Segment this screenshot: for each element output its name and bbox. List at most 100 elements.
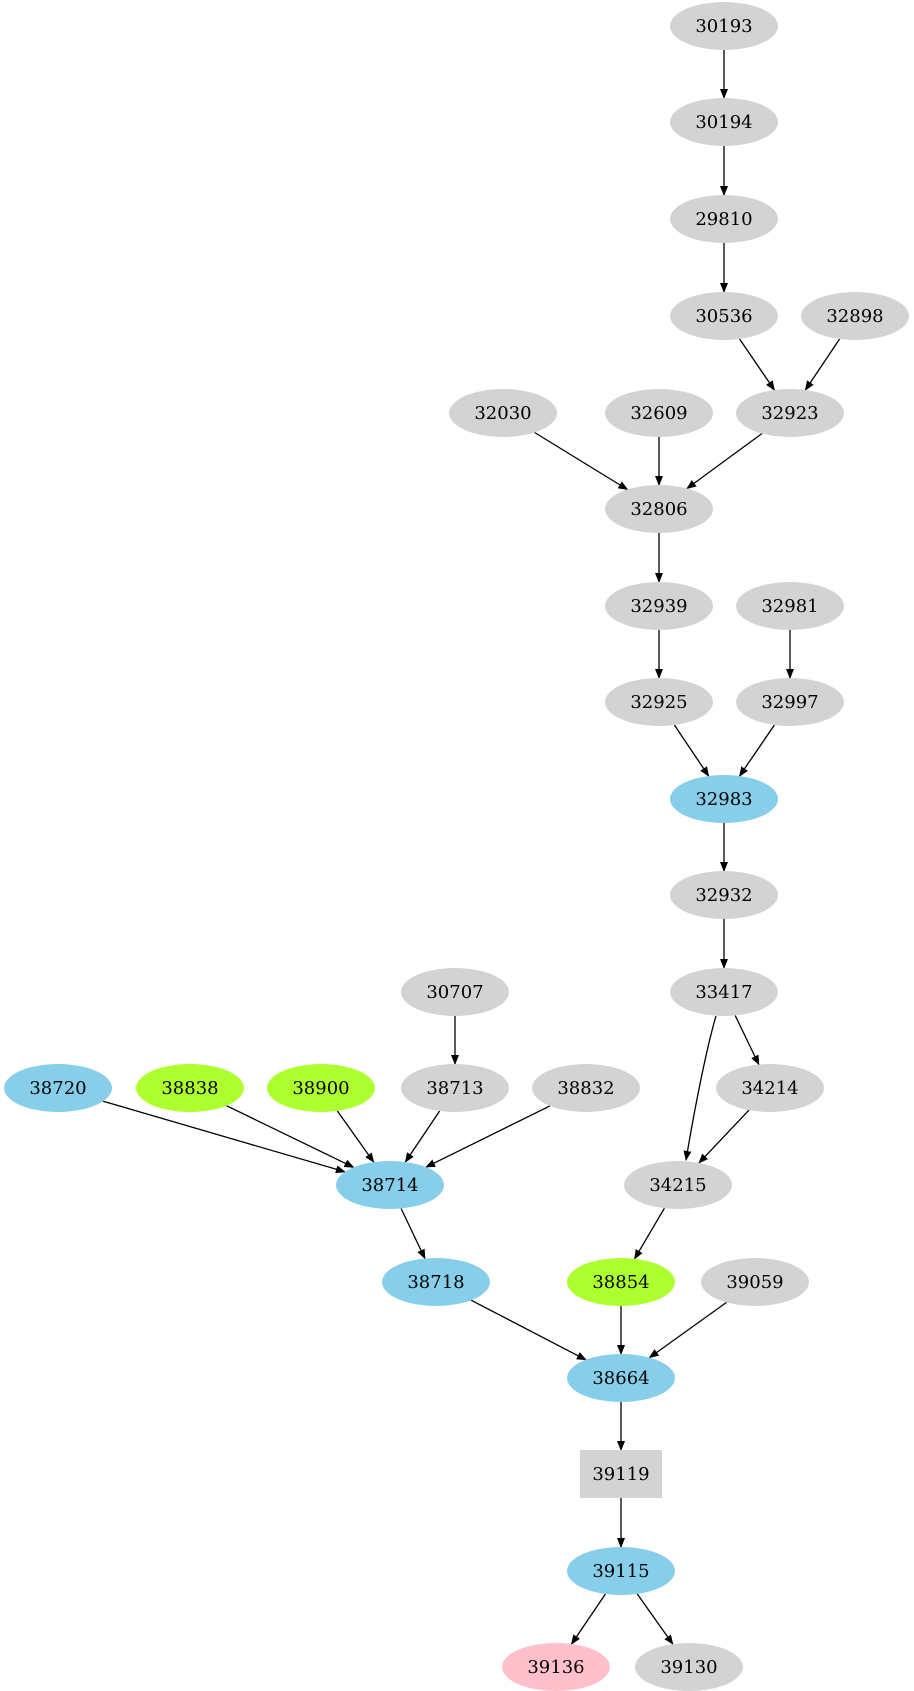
- edge-34215-to-38854: [634, 1207, 665, 1260]
- node-38720[interactable]: 38720: [4, 1064, 112, 1112]
- edge-32925-to-32983: [673, 724, 710, 777]
- node-label: 32983: [695, 789, 752, 810]
- node-39119[interactable]: 39119: [580, 1450, 662, 1498]
- node-ellipse: [502, 1643, 610, 1691]
- node-label: 34215: [649, 1175, 706, 1196]
- node-label: 32939: [630, 596, 687, 617]
- node-label: 32981: [761, 596, 818, 617]
- node-ellipse: [532, 1064, 640, 1112]
- node-33417[interactable]: 33417: [670, 968, 778, 1016]
- node-ellipse: [635, 1643, 743, 1691]
- node-38664[interactable]: 38664: [567, 1354, 675, 1402]
- node-label: 32030: [474, 403, 531, 424]
- node-34214[interactable]: 34214: [716, 1064, 824, 1112]
- node-ellipse: [670, 195, 778, 243]
- node-ellipse: [136, 1064, 244, 1112]
- node-ellipse: [449, 389, 557, 437]
- node-ellipse: [336, 1161, 444, 1209]
- node-38713[interactable]: 38713: [401, 1064, 509, 1112]
- node-ellipse: [670, 98, 778, 146]
- node-label: 30194: [695, 112, 752, 133]
- node-label: 32806: [630, 499, 687, 520]
- node-label: 38714: [361, 1175, 418, 1196]
- node-32923[interactable]: 32923: [736, 389, 844, 437]
- node-label: 38713: [426, 1078, 483, 1099]
- node-label: 38832: [557, 1078, 614, 1099]
- node-label: 38720: [29, 1078, 86, 1099]
- node-38838[interactable]: 38838: [136, 1064, 244, 1112]
- edge-38713-to-38714: [404, 1110, 441, 1163]
- node-label: 39136: [527, 1657, 584, 1678]
- node-38714[interactable]: 38714: [336, 1161, 444, 1209]
- node-38718[interactable]: 38718: [382, 1258, 490, 1306]
- node-32898[interactable]: 32898: [801, 292, 909, 340]
- node-38854[interactable]: 38854: [567, 1258, 675, 1306]
- node-39130[interactable]: 39130: [635, 1643, 743, 1691]
- edge-38900-to-38714: [336, 1110, 375, 1163]
- node-32030[interactable]: 32030: [449, 389, 557, 437]
- node-39115[interactable]: 39115: [567, 1547, 675, 1595]
- node-32932[interactable]: 32932: [670, 871, 778, 919]
- node-30194[interactable]: 30194: [670, 98, 778, 146]
- edge-38714-to-38718: [400, 1208, 426, 1260]
- edge-32997-to-32983: [739, 724, 775, 777]
- node-label: 32932: [695, 885, 752, 906]
- node-38832[interactable]: 38832: [532, 1064, 640, 1112]
- node-ellipse: [670, 2, 778, 50]
- edge-33417-to-34215: [683, 1015, 717, 1161]
- node-label: 39059: [726, 1272, 783, 1293]
- edge-38720-to-38714: [102, 1100, 346, 1174]
- node-label: 38854: [592, 1272, 649, 1293]
- node-ellipse: [605, 485, 713, 533]
- edge-32030-to-32806: [534, 431, 629, 491]
- node-label: 32923: [761, 403, 818, 424]
- node-ellipse: [670, 968, 778, 1016]
- node-label: 38838: [161, 1078, 218, 1099]
- node-ellipse: [605, 389, 713, 437]
- node-ellipse: [670, 775, 778, 823]
- node-39136[interactable]: 39136: [502, 1643, 610, 1691]
- node-32939[interactable]: 32939: [605, 582, 713, 630]
- node-label: 39119: [592, 1464, 649, 1485]
- node-32983[interactable]: 32983: [670, 775, 778, 823]
- node-label: 38718: [407, 1272, 464, 1293]
- node-ellipse: [624, 1161, 732, 1209]
- edge-39115-to-39136: [571, 1593, 606, 1645]
- node-ellipse: [670, 871, 778, 919]
- node-32806[interactable]: 32806: [605, 485, 713, 533]
- node-30707[interactable]: 30707: [401, 968, 509, 1016]
- node-ellipse: [4, 1064, 112, 1112]
- edge-39115-to-39130: [636, 1593, 674, 1645]
- edge-38832-to-38714: [425, 1105, 551, 1168]
- node-ellipse: [701, 1258, 809, 1306]
- node-32925[interactable]: 32925: [605, 678, 713, 726]
- node-30536[interactable]: 30536: [670, 292, 778, 340]
- node-label: 32925: [630, 692, 687, 713]
- node-ellipse: [605, 582, 713, 630]
- node-label: 29810: [695, 209, 752, 230]
- edge-32923-to-32806: [686, 432, 763, 490]
- node-38900[interactable]: 38900: [267, 1064, 375, 1112]
- node-ellipse: [267, 1064, 375, 1112]
- node-label: 32609: [630, 403, 687, 424]
- node-label: 38900: [292, 1078, 349, 1099]
- nodes-layer: 30193 30194 29810 30536 32898 32030 32609 32923…: [4, 2, 909, 1691]
- node-label: 30536: [695, 306, 752, 327]
- node-30193[interactable]: 30193: [670, 2, 778, 50]
- node-label: 32997: [761, 692, 818, 713]
- node-ellipse: [736, 582, 844, 630]
- node-label: 32898: [826, 306, 883, 327]
- node-ellipse: [670, 292, 778, 340]
- edge-30536-to-32923: [739, 338, 775, 391]
- node-34215[interactable]: 34215: [624, 1161, 732, 1209]
- node-label: 38664: [592, 1368, 649, 1389]
- node-39059[interactable]: 39059: [701, 1258, 809, 1306]
- node-32609[interactable]: 32609: [605, 389, 713, 437]
- edge-34214-to-34215: [698, 1109, 750, 1164]
- node-29810[interactable]: 29810: [670, 195, 778, 243]
- node-ellipse: [605, 678, 713, 726]
- node-32997[interactable]: 32997: [736, 678, 844, 726]
- node-ellipse: [567, 1258, 675, 1306]
- node-32981[interactable]: 32981: [736, 582, 844, 630]
